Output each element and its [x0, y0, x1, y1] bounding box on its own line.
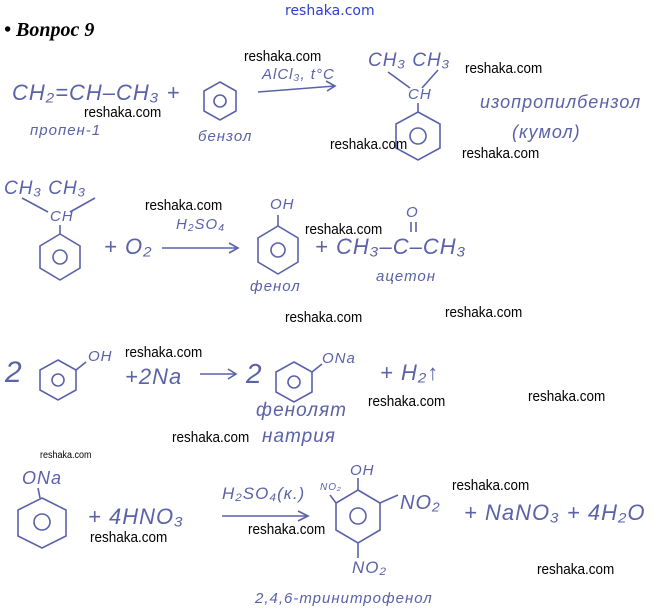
- reaction-arrow-icon: [162, 242, 240, 254]
- watermark: reshaka.com: [248, 521, 326, 538]
- propene-formula: CH₂=CH–CH₃ +: [12, 80, 181, 105]
- cumene-methyls: CH₃ CH₃: [368, 50, 451, 71]
- watermark: reshaka.com: [285, 309, 363, 326]
- picric-acid-structure: [329, 478, 399, 558]
- picric-no2-left: NO₂: [320, 482, 342, 493]
- r3-oh: OH: [88, 348, 113, 365]
- phenol-oh: OH: [270, 196, 295, 213]
- r1-conditions: AlCl₃, t°C: [262, 66, 335, 83]
- watermark: reshaka.com: [305, 221, 383, 238]
- watermark: reshaka.com: [452, 477, 530, 494]
- reaction-arrow-icon: [222, 510, 310, 522]
- phenolate-ring: [275, 361, 323, 403]
- phenolate-ring-2: [17, 487, 67, 549]
- r3-coef1: 2: [5, 356, 23, 389]
- watermark: reshaka.com: [145, 197, 223, 214]
- r4-conditions: H₂SO₄(к.): [222, 484, 306, 503]
- picric-oh: OH: [350, 462, 375, 479]
- r3-ona: ONa: [322, 350, 356, 367]
- page-title: • Вопрос 9: [4, 19, 95, 41]
- r4-ona: ONa: [22, 468, 63, 488]
- picric-no2-bottom: NO₂: [352, 558, 387, 577]
- watermark: reshaka.com: [462, 145, 540, 162]
- watermark: reshaka.com: [172, 429, 250, 446]
- oxygen: + O₂: [104, 234, 153, 259]
- watermark: reshaka.com: [528, 388, 606, 405]
- acetone-oxygen: O: [406, 204, 419, 221]
- byproducts: + NaNO₃ + 4H₂O: [464, 500, 646, 525]
- phenol-ring: [39, 359, 87, 401]
- cumene-structure-2: [21, 197, 96, 281]
- phenol-structure: [257, 215, 299, 275]
- acetone-formula: + CH₃–C–CH₃: [315, 234, 467, 259]
- r2-conditions: H₂SO₄: [176, 216, 226, 233]
- picric-acid-name: 2,4,6-тринитрофенол: [255, 590, 433, 607]
- watermark-small: reshaka.com: [40, 450, 92, 461]
- cumene-alt-name: (кумол): [512, 122, 581, 142]
- hydrogen: + H₂↑: [380, 360, 440, 385]
- watermark: reshaka.com: [368, 393, 446, 410]
- cumene-name: изопропилбензол: [480, 92, 642, 112]
- picric-no2-right: NO₂: [400, 492, 441, 514]
- nitric-acid: + 4HNO₃: [88, 504, 184, 529]
- phenolate-name-1: фенолят: [256, 400, 347, 421]
- benzene-ring-icon: [203, 81, 237, 121]
- propene-name: пропен-1: [30, 122, 102, 139]
- cumene-methyls-2: CH₃ CH₃: [4, 178, 87, 199]
- watermark: reshaka.com: [125, 344, 203, 361]
- watermark-top[interactable]: reshaka.com: [285, 3, 375, 19]
- acetone-name: ацетон: [376, 268, 437, 285]
- watermark: reshaka.com: [84, 104, 162, 121]
- watermark: reshaka.com: [445, 304, 523, 321]
- cumene-ch: CH: [408, 86, 432, 103]
- cumene-structure: [387, 69, 441, 161]
- watermark: reshaka.com: [330, 136, 408, 153]
- phenolate-name-2: натрия: [262, 426, 336, 447]
- cumene-ch-2: CH: [50, 208, 74, 225]
- sodium: +2Na: [125, 364, 183, 389]
- benzene-name: бензол: [198, 128, 253, 145]
- watermark: reshaka.com: [537, 561, 615, 578]
- watermark: reshaka.com: [90, 529, 168, 546]
- reaction-arrow-icon: [200, 368, 238, 380]
- r3-coef2: 2: [246, 358, 263, 389]
- acetone-double-bond: [410, 222, 417, 232]
- phenol-name: фенол: [250, 278, 301, 295]
- reaction-arrow-icon: [257, 80, 337, 93]
- watermark: reshaka.com: [244, 48, 322, 65]
- watermark: reshaka.com: [465, 60, 543, 77]
